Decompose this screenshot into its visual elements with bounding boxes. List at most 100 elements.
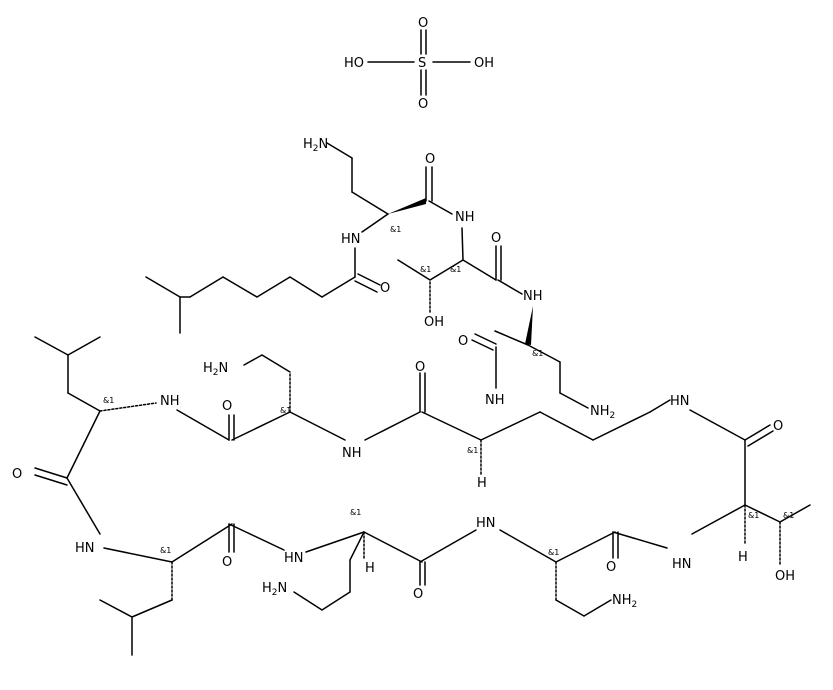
stereo-label: &1 (350, 508, 361, 517)
bond (354, 280, 378, 293)
atom-label: H (477, 476, 487, 491)
atom-label: O (413, 587, 423, 602)
atom-label: NH (160, 394, 180, 409)
bond (779, 504, 811, 523)
wedge-bond (525, 306, 533, 345)
stereo-label: &1 (450, 265, 461, 274)
wedge-bond (388, 198, 426, 214)
stereo-label: &1 (748, 511, 759, 520)
bond (429, 259, 464, 281)
bond (34, 467, 68, 479)
bond (261, 354, 291, 373)
bond (474, 333, 497, 345)
atom-label: NH (485, 393, 505, 408)
bond (176, 409, 230, 441)
bond (494, 330, 529, 346)
bond (555, 599, 585, 617)
bond (34, 336, 69, 356)
atom-label: O (773, 419, 783, 434)
tail-chain: O NH H2N &1 HN O OH &1 &1 O NH (145, 137, 615, 421)
bond (539, 411, 594, 441)
atom-label: O (380, 281, 390, 296)
bond (131, 599, 173, 618)
bond (222, 276, 258, 298)
bond (592, 411, 651, 441)
stereo-label: &1 (532, 349, 543, 358)
bond (471, 339, 494, 351)
bond (361, 213, 389, 233)
bond (289, 276, 323, 298)
atom-label: HN (672, 557, 692, 572)
bond (744, 504, 781, 523)
atom-label: HN (75, 541, 95, 556)
atom-label: H (365, 561, 375, 576)
bond (231, 411, 291, 441)
bond (349, 531, 365, 561)
bond (243, 354, 263, 366)
bond (419, 529, 477, 563)
bond (421, 411, 482, 441)
bond (289, 411, 346, 441)
bond (228, 523, 285, 551)
bond (67, 392, 101, 412)
bond (499, 529, 557, 563)
atom-label: H2N (262, 581, 287, 598)
bond (744, 424, 771, 441)
bond (747, 430, 774, 447)
bond (691, 504, 746, 535)
bond (583, 599, 612, 617)
bond (321, 276, 356, 298)
bond (66, 477, 101, 535)
atom-label: O (12, 467, 22, 482)
atom-label: S (418, 56, 426, 71)
stereo-label: &1 (390, 225, 401, 234)
bond (256, 276, 291, 298)
stereo-label: &1 (783, 511, 794, 520)
atom-label: O (491, 231, 501, 246)
bond (34, 474, 68, 486)
sulfuric-acid: HO S OH O O (344, 16, 494, 112)
atom-label: HN (284, 551, 304, 566)
atom-label: O (222, 555, 232, 570)
atom-label: H2N (203, 361, 228, 378)
macrocycle: &1 NH O HN O H2N &1 NH O NH H &1 (12, 336, 811, 656)
bond (305, 531, 365, 553)
atom-label: NH2 (590, 404, 615, 421)
atom-label: O (418, 97, 428, 112)
atom-label: OH (474, 56, 494, 71)
bond (351, 191, 389, 215)
bond (428, 200, 453, 215)
bond (461, 227, 464, 261)
atom-label: O (415, 360, 425, 375)
atom-label: H2N (303, 137, 328, 154)
atom-label: HO (344, 56, 364, 71)
bond (527, 344, 561, 363)
bond (326, 142, 353, 159)
atom-label: NH2 (612, 593, 637, 610)
stereo-label: &1 (280, 406, 291, 415)
atom-label: NH (523, 289, 543, 304)
bond (66, 410, 101, 479)
bond (99, 599, 133, 618)
atom-label: H (738, 550, 748, 565)
stereo-label: &1 (160, 546, 171, 555)
bond (67, 336, 101, 356)
bond (555, 531, 616, 563)
bond (559, 392, 589, 409)
hashed-bond (99, 402, 157, 412)
atom-label: O (222, 399, 232, 414)
bond (397, 259, 431, 281)
bond (462, 259, 497, 281)
atom-label: O (458, 334, 468, 349)
atom-label: HN (341, 232, 361, 247)
atom-label: HN (476, 516, 496, 531)
bond (145, 276, 181, 298)
bond (364, 411, 421, 441)
atom-label: O (418, 16, 428, 31)
bond (612, 531, 668, 549)
bond (480, 411, 541, 441)
bond (689, 409, 746, 441)
atom-label: NH (455, 210, 475, 225)
